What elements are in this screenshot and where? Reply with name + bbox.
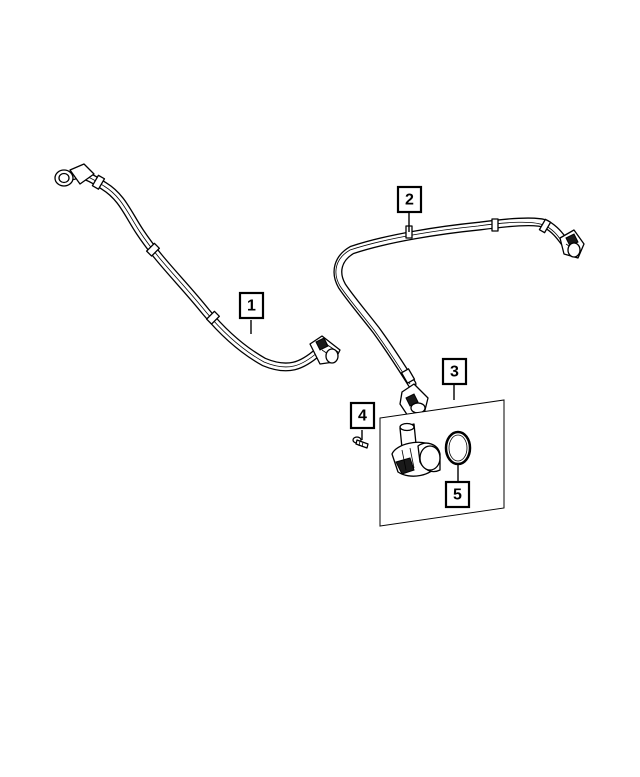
quick-connector: [559, 229, 585, 259]
callout-2[interactable]: 2: [396, 185, 423, 214]
callout-label: 2: [405, 192, 414, 209]
callout-3[interactable]: 3: [441, 357, 468, 386]
quick-connector: [309, 335, 341, 365]
callout-label: 1: [247, 298, 256, 315]
callout-label: 5: [453, 487, 462, 504]
part-3-panel[interactable]: [379, 399, 505, 527]
callout-5[interactable]: 5: [444, 480, 471, 509]
callout-label: 3: [450, 364, 459, 381]
hose-part-1[interactable]: [54, 163, 341, 372]
hose-clip: [91, 174, 106, 190]
quick-connector: [399, 383, 429, 417]
callout-1[interactable]: 1: [238, 291, 265, 320]
sensor-assembly: [391, 422, 441, 477]
callout-4[interactable]: 4: [349, 401, 376, 430]
o-ring: [444, 430, 472, 466]
callout-label: 4: [358, 408, 367, 425]
hose-part-2[interactable]: [333, 217, 585, 417]
bolt-part-4[interactable]: [352, 436, 369, 449]
